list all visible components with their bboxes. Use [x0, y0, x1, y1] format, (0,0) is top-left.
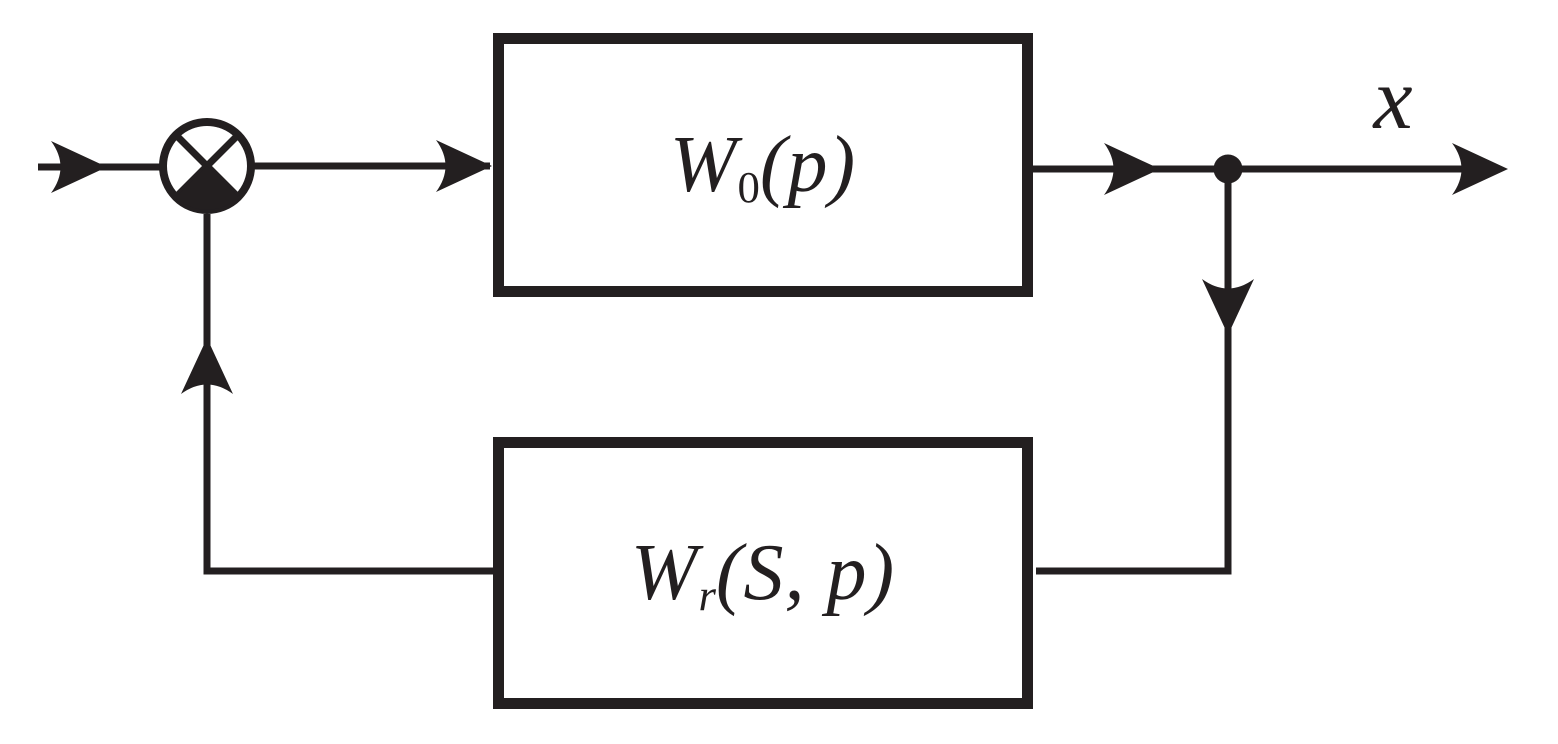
forward-output-arrowhead-icon: [1104, 143, 1160, 195]
feedback-return-line: [203, 214, 497, 575]
branch-down-arrowhead-icon: [1202, 279, 1254, 335]
forward-input-arrowhead-icon: [436, 140, 492, 192]
summing-junction: [159, 118, 255, 214]
forward-label-args: (p): [759, 121, 857, 209]
forward-label-base: W: [669, 121, 738, 209]
feedback-block: Wr(S, p): [493, 437, 1033, 709]
summing-filled-bottom-sector: [176, 166, 238, 210]
feedback-label-subscript: r: [698, 569, 716, 620]
forward-label-subscript: 0: [737, 161, 760, 212]
output-signal-label: x: [1373, 51, 1413, 148]
feedback-label-base: W: [630, 529, 699, 617]
forward-block-label: W0(p): [670, 125, 856, 209]
branch-to-feedback-line: [1036, 169, 1232, 575]
feedback-label-args: (S, p): [715, 529, 896, 617]
output-arrowhead-icon: [1452, 143, 1508, 195]
feedback-block-label: Wr(S, p): [631, 533, 895, 617]
feedback-up-arrowhead-icon: [181, 338, 233, 394]
forward-block: W0(p): [493, 33, 1033, 297]
input-arrowhead-icon: [51, 141, 107, 193]
